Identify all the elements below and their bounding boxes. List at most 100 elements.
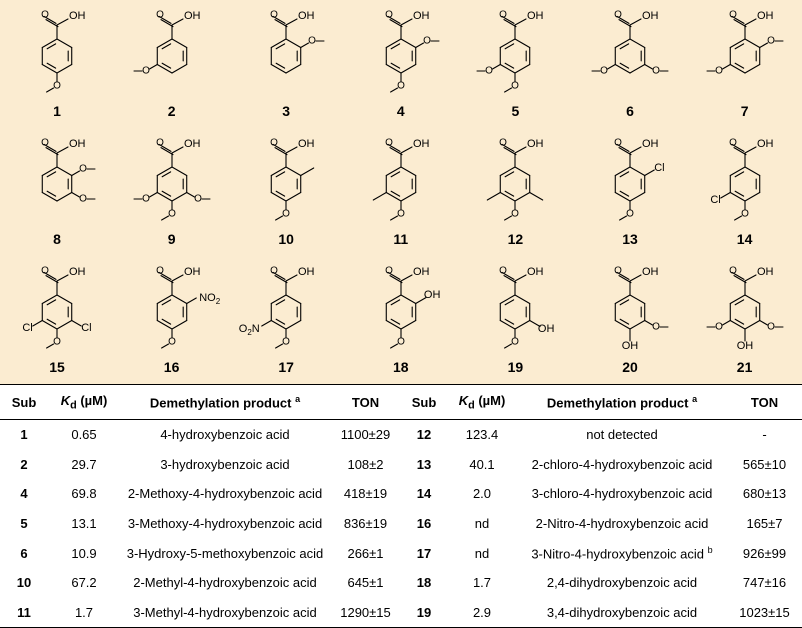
carbonyl-bond bbox=[618, 275, 632, 284]
methyl-bond bbox=[529, 191, 544, 201]
ring-bond bbox=[400, 294, 417, 305]
methoxy-oxygen-label: O bbox=[308, 36, 316, 47]
hydroxy-label: OH bbox=[538, 323, 555, 335]
ring-bond bbox=[514, 294, 531, 305]
aromatic-double-bond bbox=[275, 62, 286, 69]
kd-cell: 123.4 bbox=[465, 427, 499, 443]
carbonyl-oxygen-label: O bbox=[270, 138, 278, 149]
sub-cell: 17 bbox=[416, 545, 432, 561]
ring-bond bbox=[629, 294, 646, 305]
sub-cell: 13 bbox=[416, 456, 432, 472]
ring-bond bbox=[156, 38, 173, 49]
compound-number: 15 bbox=[49, 359, 65, 375]
methoxy-oxygen-label: O bbox=[715, 322, 723, 333]
table-header-row: Sub Kd (µM) Demethylation product a TON … bbox=[0, 384, 802, 420]
aromatic-double-bond bbox=[161, 171, 171, 178]
aromatic-double-bond bbox=[619, 171, 630, 178]
acid-oh-label: OH bbox=[642, 138, 659, 150]
methoxy-oxygen-label: O bbox=[142, 66, 150, 77]
carbonyl-bond bbox=[43, 15, 57, 24]
oxygen-mask bbox=[167, 338, 176, 346]
aromatic-double-bond bbox=[390, 43, 401, 50]
product-cell: 3-hydroxybenzoic acid bbox=[160, 456, 290, 472]
carbonyl-oxygen-label: O bbox=[729, 10, 737, 21]
kd-cell: 69.8 bbox=[71, 486, 97, 502]
ring-bond bbox=[744, 63, 760, 74]
ton-cell: 836±19 bbox=[343, 516, 388, 532]
oxygen-mask bbox=[600, 67, 608, 75]
aromatic-double-bond bbox=[46, 62, 57, 69]
carbonyl-oxygen-label: O bbox=[41, 10, 49, 21]
carbonyl-bond bbox=[160, 275, 174, 284]
carbonyl-bond bbox=[618, 147, 632, 156]
carbonyl-bond bbox=[387, 15, 401, 24]
acid-oh-label: OH bbox=[413, 138, 430, 150]
oxygen-mask bbox=[79, 165, 87, 173]
acid-oh-label: OH bbox=[184, 10, 201, 22]
product-cell: 2-Methyl-4-hydroxybenzoic acid bbox=[133, 575, 317, 591]
kd-cell: 29.7 bbox=[71, 456, 97, 472]
carbonyl-oxygen-label: O bbox=[385, 138, 393, 149]
hydroxyl-bond bbox=[629, 18, 642, 26]
methoxy-oxygen-label: O bbox=[168, 209, 176, 220]
kd-cell: 0.65 bbox=[71, 427, 97, 443]
carbonyl-oxygen-label: O bbox=[729, 138, 737, 149]
ring-bond bbox=[729, 166, 746, 177]
ring-bond bbox=[285, 294, 302, 305]
ring-bond bbox=[514, 166, 531, 177]
aromatic-double-bond bbox=[734, 171, 744, 178]
acid-oh-label: OH bbox=[184, 266, 201, 278]
ring-bond bbox=[270, 294, 287, 305]
aromatic-double-bond bbox=[734, 190, 744, 197]
methoxy-oxygen-label: O bbox=[53, 81, 61, 92]
oxygen-mask bbox=[397, 338, 405, 346]
ton-cell: 418±19 bbox=[343, 486, 388, 502]
kd-cell: 40.1 bbox=[469, 456, 495, 472]
ring-bond bbox=[270, 191, 287, 202]
ring-bond bbox=[270, 38, 287, 49]
methoxy-oxygen-label: O bbox=[79, 164, 87, 175]
carbonyl-oxygen-label: O bbox=[500, 266, 508, 277]
ring-bond bbox=[156, 294, 173, 305]
nitro-bond bbox=[185, 297, 197, 305]
oxygen-mask bbox=[397, 210, 405, 218]
hydroxyl-bond bbox=[514, 274, 527, 282]
ring-bond bbox=[514, 63, 531, 74]
ring-bond bbox=[41, 166, 58, 177]
carbonyl-bond bbox=[389, 147, 403, 156]
oxygen-mask bbox=[282, 210, 290, 218]
ring-bond bbox=[385, 294, 402, 305]
ring-bond bbox=[41, 191, 58, 202]
carbonyl-oxygen-label: O bbox=[156, 138, 164, 149]
oxygen-mask bbox=[626, 210, 634, 218]
methoxy-oxygen-label: O bbox=[397, 337, 405, 348]
hydroxyl-bond bbox=[400, 18, 413, 26]
ton-cell: 266±1 bbox=[347, 545, 384, 561]
methoxy-oxygen-label: O bbox=[767, 322, 775, 333]
aromatic-double-bond bbox=[161, 62, 171, 69]
ring-bond bbox=[385, 319, 402, 330]
hydroxyl-bond bbox=[171, 146, 184, 154]
product-cell: not detected bbox=[586, 427, 658, 443]
ring-bond bbox=[270, 166, 287, 177]
carbonyl-bond bbox=[158, 143, 172, 152]
ring-bond bbox=[729, 319, 746, 330]
carbonyl-oxygen-label: O bbox=[270, 10, 278, 21]
ring-bond bbox=[500, 166, 516, 177]
aromatic-double-bond bbox=[46, 171, 57, 178]
carbonyl-bond bbox=[272, 143, 286, 152]
methoxy-oxygen-label: O bbox=[600, 66, 608, 77]
acid-oh-label: OH bbox=[527, 266, 544, 278]
